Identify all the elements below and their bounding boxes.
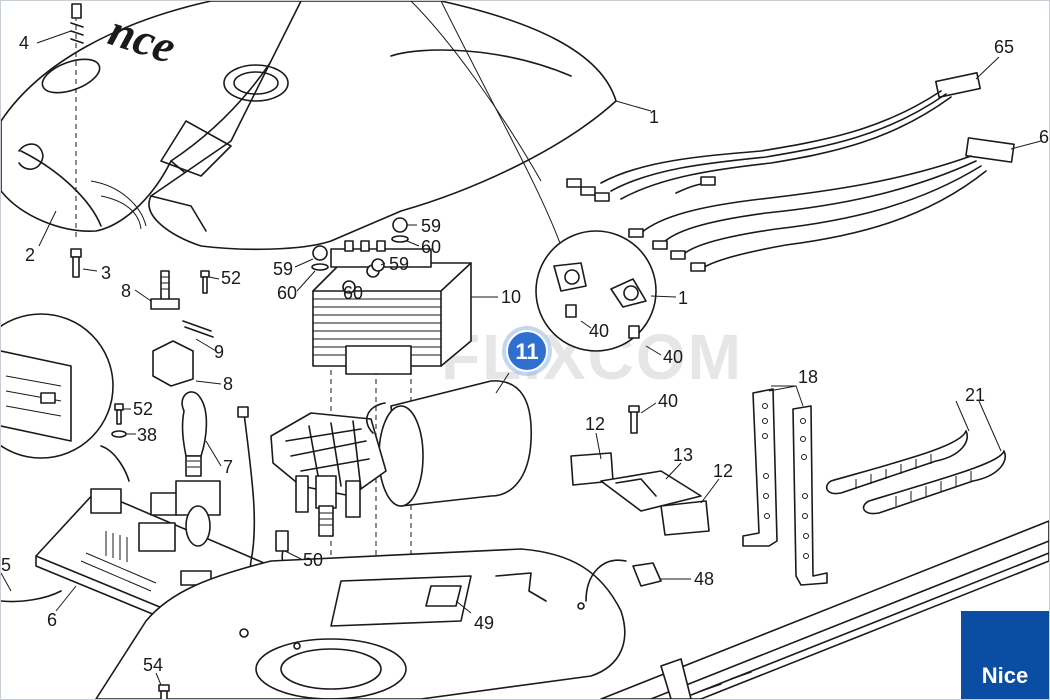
label-65: 65 (994, 37, 1014, 57)
washer-38 (111, 430, 127, 438)
spring-9 (182, 320, 214, 338)
wire-harness-6 (628, 137, 1015, 272)
connector-48 (585, 559, 662, 602)
pcb-detail-circle (1, 313, 114, 459)
screw-4 (70, 3, 84, 44)
hotspot-11-marker[interactable]: 11 (502, 326, 552, 376)
motor-housing (148, 1, 617, 251)
label-12-a: 12 (585, 414, 605, 434)
switch-block-8 (152, 340, 194, 387)
bracket-18-right (792, 405, 828, 586)
label-49: 49 (474, 613, 494, 633)
label-52-a: 52 (221, 268, 241, 288)
label-13: 13 (673, 445, 693, 465)
label-38: 38 (137, 425, 157, 445)
label-8-b: 8 (223, 374, 233, 394)
screw-52 (114, 270, 210, 425)
label-54: 54 (143, 655, 163, 675)
label-3: 3 (101, 263, 111, 283)
label-10: 10 (501, 287, 521, 307)
gear-motor (270, 380, 532, 537)
label-18: 18 (798, 367, 818, 387)
label-1-clip: 1 (678, 288, 688, 308)
label-52-b: 52 (133, 399, 153, 419)
label-2: 2 (25, 245, 35, 265)
wire-5 (1, 590, 62, 603)
base-plate (95, 548, 626, 699)
bracket-18-left (742, 388, 778, 547)
label-40-a: 40 (589, 321, 609, 341)
label-60-c: 60 (343, 283, 363, 303)
label-6-board: 6 (47, 610, 57, 630)
hotspot-11-label: 11 (515, 339, 538, 364)
leader-lines (1, 30, 1042, 686)
label-59-a: 59 (273, 259, 293, 279)
label-40-c: 40 (658, 391, 678, 411)
wire-harness-65 (566, 72, 982, 202)
label-59-b: 59 (421, 216, 441, 236)
brand-logo: Nice (961, 611, 1049, 699)
label-8-a: 8 (121, 281, 131, 301)
transformer (312, 240, 472, 375)
screw-3 (70, 248, 82, 278)
label-9: 9 (214, 342, 224, 362)
label-48: 48 (694, 569, 714, 589)
detail-circle-clips (535, 230, 657, 352)
lamp-bulb (181, 391, 208, 477)
switch-bracket-8 (150, 270, 180, 310)
nut-washer-set (311, 217, 409, 272)
part-labels: 4 65 1 6 2 3 59 60 59 60 59 60 52 8 10 1… (1, 33, 1049, 675)
screw-54 (158, 684, 170, 699)
label-60-a: 60 (277, 283, 297, 303)
brand-logo-text: Nice (981, 663, 1029, 688)
label-60-b: 60 (421, 237, 441, 257)
label-1-housing: 1 (649, 107, 659, 127)
label-50: 50 (303, 550, 323, 570)
label-5: 5 (1, 555, 11, 575)
label-12-b: 12 (713, 461, 733, 481)
limit-switch-assembly (570, 405, 710, 536)
wire-38 (100, 445, 130, 482)
label-59-c: 59 (389, 254, 409, 274)
label-4: 4 (19, 33, 29, 53)
label-7: 7 (223, 457, 233, 477)
guide-rail (600, 520, 1049, 699)
label-6-harness: 6 (1039, 127, 1049, 147)
label-40-b: 40 (663, 347, 683, 367)
chain-bars-21 (825, 430, 1006, 515)
label-21: 21 (965, 385, 985, 405)
